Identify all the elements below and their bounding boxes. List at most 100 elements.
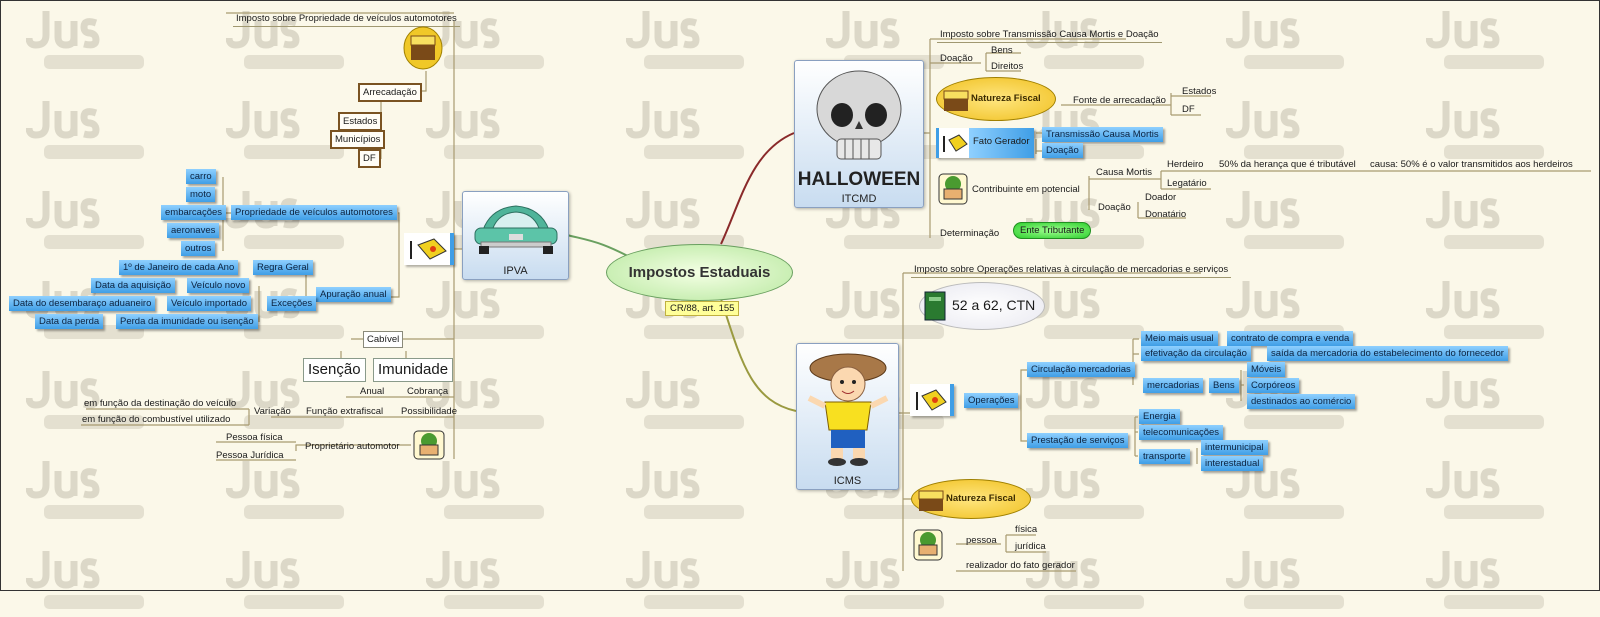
bens-corporeos[interactable]: Corpóreos	[1247, 378, 1300, 393]
itcmd-doacao[interactable]: Doação	[940, 53, 973, 64]
servico-energia[interactable]: Energia	[1139, 409, 1180, 424]
icms-definition[interactable]: Imposto sobre Operações relativas à circ…	[911, 262, 1232, 278]
halloween-banner: HALLOWEEN	[797, 169, 921, 190]
ipva-node[interactable]: IPVA	[462, 191, 569, 280]
funcao-extrafiscal[interactable]: Função extrafiscal	[306, 406, 384, 417]
causa-mortis[interactable]: Causa Mortis	[1096, 167, 1152, 178]
pessoa-fisica[interactable]: Pessoa física	[226, 432, 283, 443]
natureza-fiscal-label: Natureza Fiscal	[946, 493, 1016, 504]
ipva-label: IPVA	[503, 265, 528, 277]
vehicle-moto[interactable]: moto	[186, 187, 216, 202]
ipva-propriedade[interactable]: Propriedade de veículos automotores	[231, 205, 397, 220]
ctn-bubble[interactable]: 52 a 62, CTN	[919, 282, 1045, 330]
itcmd-node[interactable]: HALLOWEEN ITCMD	[794, 60, 924, 208]
vehicle-outros[interactable]: outros	[181, 241, 216, 256]
prestacao-servicos[interactable]: Prestação de serviços	[1027, 433, 1129, 448]
efetivacao-circulacao[interactable]: efetivação da circulação	[1141, 346, 1251, 361]
variacao-item-0[interactable]: em função da destinação do veículo	[84, 398, 237, 409]
matchbox-icon	[943, 134, 968, 152]
cabivel[interactable]: Cabível	[363, 331, 404, 348]
ipva-ente-estados[interactable]: Estados	[338, 112, 383, 131]
transporte-interestadual[interactable]: interestadual	[1201, 456, 1264, 471]
ctn-label: 52 a 62, CTN	[952, 297, 1036, 313]
matchbox-icon[interactable]	[404, 233, 454, 265]
excecao-value-0[interactable]: Data da aquisição	[91, 278, 176, 293]
possibilidade[interactable]: Possibilidade	[401, 406, 457, 417]
skull-icon	[816, 70, 902, 160]
icms-natureza-fiscal[interactable]: Natureza Fiscal	[911, 479, 1031, 519]
excecao-veiculo-importado[interactable]: Veículo importado	[167, 296, 252, 311]
ipva-definition[interactable]: Imposto sobre Propriedade de veículos au…	[233, 11, 460, 27]
vehicle-carro[interactable]: carro	[186, 169, 216, 184]
legatario[interactable]: Legatário	[1167, 178, 1207, 189]
excecoes[interactable]: Exceções	[267, 296, 317, 311]
bens-moveis[interactable]: Móveis	[1247, 362, 1286, 377]
regra-geral-value[interactable]: 1º de Janeiro de cada Ano	[119, 260, 239, 275]
center-note: CR/88, art. 155	[665, 301, 740, 316]
pessoa-juridica-icms[interactable]: jurídica	[1015, 541, 1046, 552]
bens-comercio[interactable]: destinados ao comércio	[1247, 394, 1356, 409]
servico-telecom[interactable]: telecomunicações	[1139, 425, 1224, 440]
excecao-perda[interactable]: Perda da imunidade ou isenção	[116, 314, 258, 329]
child-mascot-icon	[807, 353, 889, 466]
pessoa-fisica-icms[interactable]: física	[1015, 524, 1038, 535]
realizador-fato-gerador[interactable]: realizador do fato gerador	[966, 560, 1075, 571]
doacao-contribuinte[interactable]: Doação	[1098, 202, 1131, 213]
regra-geral[interactable]: Regra Geral	[253, 260, 313, 275]
apuracao-anual[interactable]: Apuração anual	[316, 287, 391, 302]
pessoa-juridica[interactable]: Pessoa Jurídica	[216, 450, 284, 461]
itcmd-definition[interactable]: Imposto sobre Transmissão Causa Mortis e…	[937, 27, 1162, 43]
contribuinte-potencial[interactable]: Contribuinte em potencial	[972, 184, 1080, 195]
fonte-df[interactable]: DF	[1182, 104, 1195, 115]
transporte[interactable]: transporte	[1139, 449, 1190, 464]
meio-mais-usual[interactable]: Meio mais usual	[1141, 331, 1218, 346]
excecao-veiculo-novo[interactable]: Veículo novo	[187, 278, 250, 293]
circulacao-mercadorias[interactable]: Circulação mercadorias	[1027, 362, 1135, 377]
herdeiro-cause[interactable]: causa: 50% é o valor transmitidos aos he…	[1370, 159, 1573, 170]
herdeiro-note[interactable]: 50% da herança que é tributável	[1219, 159, 1356, 170]
excecao-value-2[interactable]: Data da perda	[35, 314, 104, 329]
excecao-value-1[interactable]: Data do desembaraço aduaneiro	[9, 296, 156, 311]
itcmd-natureza-fiscal[interactable]: Natureza Fiscal	[936, 77, 1056, 121]
money-hand-icon[interactable]	[913, 529, 943, 561]
ente-tributante[interactable]: Ente Tributante	[1013, 222, 1092, 239]
doacao-direitos[interactable]: Direitos	[991, 61, 1024, 72]
proprietario-automotor[interactable]: Proprietário automotor	[305, 441, 400, 452]
central-topic[interactable]: Impostos Estaduais	[606, 244, 793, 301]
fonte-estados[interactable]: Estados	[1182, 86, 1217, 97]
ipva-ente-df[interactable]: DF	[358, 149, 381, 168]
operacoes[interactable]: Operações	[964, 393, 1019, 408]
imunidade[interactable]: Imunidade	[373, 358, 454, 382]
variacao[interactable]: Variação	[254, 406, 291, 417]
saida-mercadoria[interactable]: saída da mercadoria do estabelecimento d…	[1267, 346, 1508, 361]
pessoa[interactable]: pessoa	[966, 535, 997, 546]
determinacao[interactable]: Determinação	[940, 228, 1000, 239]
mercadorias[interactable]: mercadorias	[1143, 378, 1204, 393]
fato-doacao[interactable]: Doação	[1042, 143, 1083, 158]
anual[interactable]: Anual	[360, 386, 385, 397]
ipva-arrecadacao[interactable]: Arrecadação	[358, 83, 422, 102]
doacao-bens[interactable]: Bens	[991, 45, 1013, 56]
matchbox-icon[interactable]	[910, 384, 954, 416]
fato-gerador[interactable]: Fato Gerador	[936, 128, 1034, 158]
money-hand-icon[interactable]	[412, 429, 446, 461]
icms-label: ICMS	[833, 475, 862, 487]
bens[interactable]: Bens	[1209, 378, 1239, 393]
itcmd-label: ITCMD	[841, 193, 877, 205]
cobranca[interactable]: Cobrança	[407, 386, 449, 397]
isencao[interactable]: Isenção	[303, 358, 366, 382]
fato-causa-mortis[interactable]: Transmissão Causa Mortis	[1042, 127, 1163, 142]
transporte-intermunicipal[interactable]: intermunicipal	[1201, 440, 1268, 455]
icms-node[interactable]: ICMS	[796, 343, 899, 490]
treasure-chest-icon[interactable]	[403, 26, 443, 71]
herdeiro[interactable]: Herdeiro	[1167, 159, 1204, 170]
contrato-compra-venda[interactable]: contrato de compra e venda	[1227, 331, 1354, 346]
variacao-item-1[interactable]: em função do combustível utilizado	[82, 414, 231, 425]
donatario[interactable]: Donatário	[1145, 209, 1187, 220]
vehicle-aeronaves[interactable]: aeronaves	[167, 223, 220, 238]
money-hand-icon[interactable]	[938, 173, 968, 205]
vehicle-embarcacoes[interactable]: embarcações	[161, 205, 227, 220]
fonte-arrecadacao[interactable]: Fonte de arrecadação	[1073, 95, 1166, 106]
ipva-ente-municipios[interactable]: Municípios	[330, 130, 386, 149]
doador[interactable]: Doador	[1145, 192, 1177, 203]
